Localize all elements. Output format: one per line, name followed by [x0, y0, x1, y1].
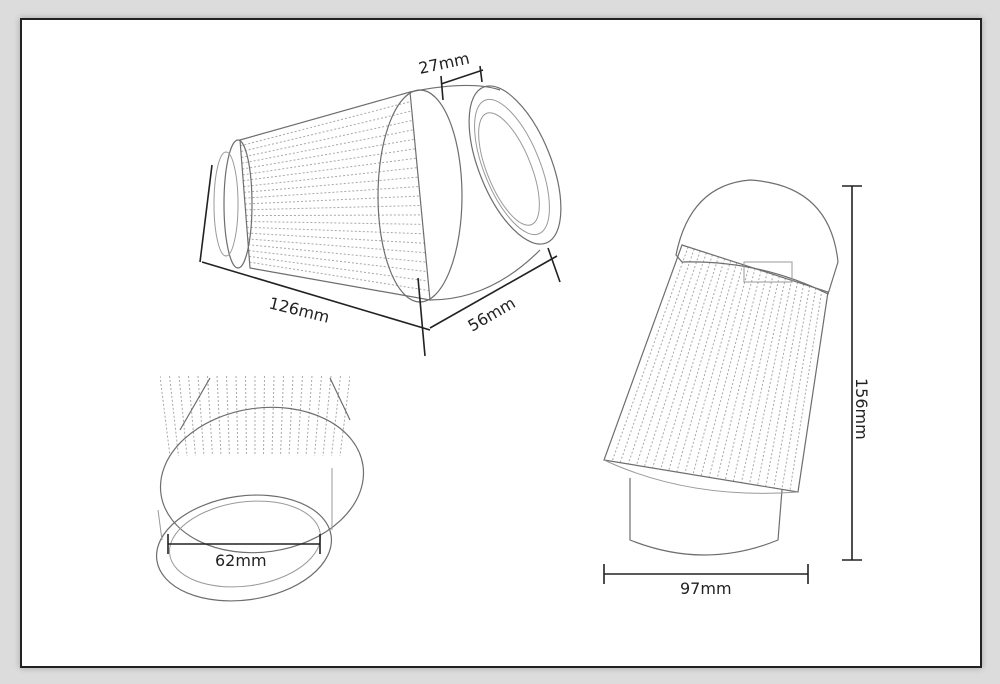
pleat-line — [235, 376, 239, 456]
diagram-frame — [20, 18, 982, 668]
pleat-line — [197, 376, 205, 456]
pleat-line — [700, 268, 756, 477]
pleat-line — [244, 186, 420, 199]
pleat-line — [243, 167, 418, 188]
pleat-line — [660, 258, 726, 470]
pleat-line — [331, 376, 341, 456]
pleat-line — [740, 278, 786, 483]
pleat-line — [757, 282, 799, 486]
pleat-line — [247, 238, 426, 254]
pleat-line — [226, 376, 230, 456]
pleat-line — [263, 376, 265, 456]
pleat-line — [242, 138, 415, 170]
pleat-line — [245, 204, 421, 211]
pleat-line — [676, 262, 738, 473]
pleat-line — [668, 260, 732, 471]
pleat-line — [247, 232, 425, 244]
pleat-line — [765, 284, 805, 487]
pleat-line — [619, 248, 695, 463]
pleat-line — [643, 254, 713, 467]
pleat-line — [244, 176, 419, 193]
pleat-line — [322, 376, 332, 456]
pleat-line — [749, 280, 792, 485]
pleat-line — [241, 119, 413, 158]
pleat-line — [708, 270, 762, 478]
pleat-line — [611, 246, 689, 462]
pleat-line — [178, 376, 188, 456]
pleat-line — [243, 157, 417, 182]
pleat-line — [245, 376, 247, 456]
dimension-lines-side-view — [199, 65, 561, 357]
pleat-line — [240, 110, 412, 153]
pleat-line — [280, 376, 284, 456]
filter-side-view-drawing — [213, 84, 562, 303]
pleat-line — [246, 226, 424, 235]
label-97mm: 97mm — [680, 579, 732, 598]
pleat-line — [652, 256, 719, 469]
pleat-line — [271, 376, 275, 456]
label-56mm: 56mm — [465, 293, 519, 335]
pleat-line — [716, 272, 768, 479]
pleat-line — [249, 261, 430, 292]
label-62mm: 62mm — [215, 551, 267, 570]
pleat-line — [339, 376, 350, 456]
pleat-line — [724, 274, 774, 481]
pleat-line — [789, 289, 823, 491]
pleat-line — [241, 129, 414, 164]
filter-inlet-view-drawing — [155, 376, 365, 602]
pleat-line — [732, 276, 780, 482]
dim-line-56mm — [429, 255, 558, 329]
pleat-line — [188, 376, 196, 456]
pleat-line — [207, 376, 213, 456]
dim-line-126mm — [201, 261, 431, 331]
pleat-line — [242, 148, 416, 176]
pleat-line — [692, 266, 750, 475]
filter-front-view-drawing — [603, 179, 839, 556]
pleat-line — [781, 288, 817, 490]
pleat-line — [245, 214, 422, 217]
pleat-line — [160, 376, 171, 456]
pleat-line — [244, 195, 421, 205]
pleat-line — [246, 220, 423, 225]
pleat-line — [248, 250, 428, 273]
pleat-line — [684, 264, 744, 474]
pleat-line — [635, 252, 707, 466]
label-156mm: 156mm — [852, 378, 871, 440]
pleat-line — [627, 250, 701, 465]
pleat-line — [297, 376, 303, 456]
pleat-line — [216, 376, 222, 456]
pleat-line — [169, 376, 179, 456]
dim-line-27mm — [440, 69, 484, 85]
pleat-line — [248, 244, 427, 263]
pleat-line — [305, 376, 313, 456]
dimension-lines-front-view — [603, 185, 862, 584]
pleat-line — [773, 286, 811, 489]
label-27mm: 27mm — [417, 49, 471, 78]
dimension-lines-inlet-view — [167, 534, 321, 554]
pleat-line — [288, 376, 294, 456]
pleat-line — [240, 100, 412, 147]
